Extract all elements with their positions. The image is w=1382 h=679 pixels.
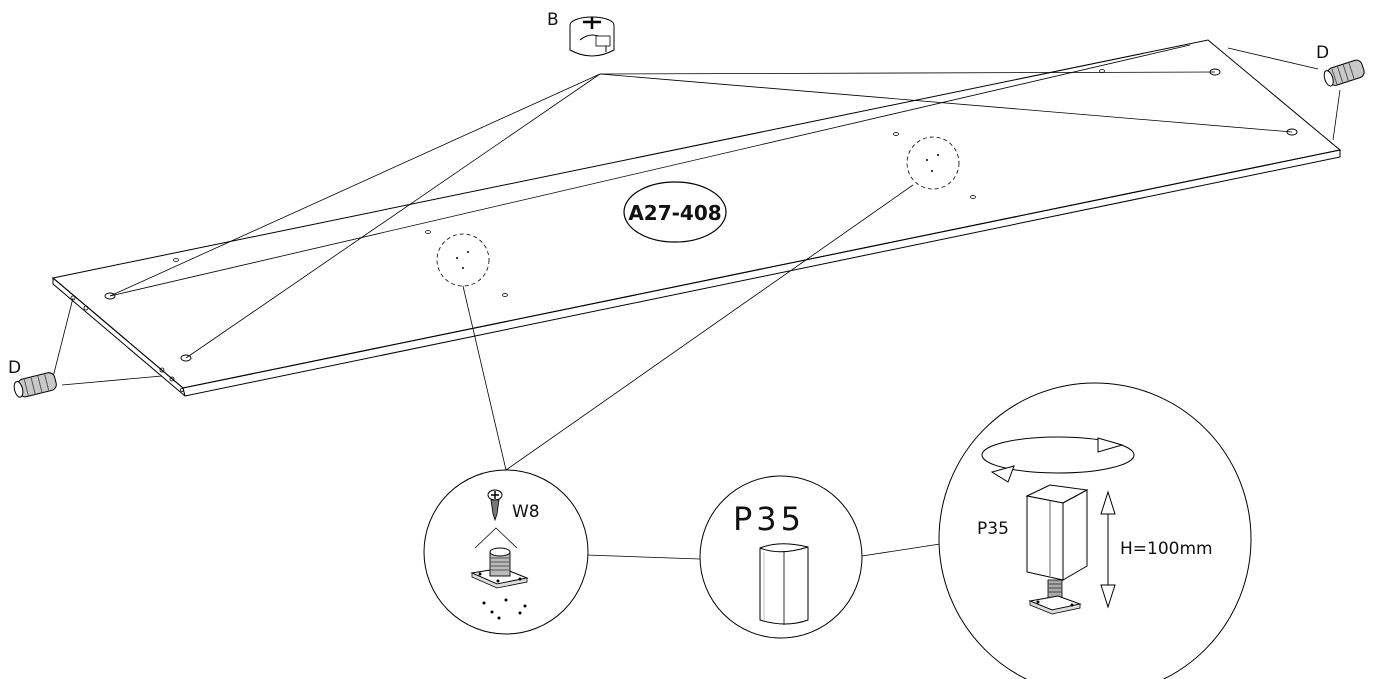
detail-screw-foot: W8 [423,469,589,635]
panel-code: A27-408 [628,201,721,225]
cam-lock-label: B [547,10,559,30]
dowel-left-icon: D [8,358,57,398]
square-leg-icon [759,543,809,625]
dowel-right-icon: D [1316,43,1365,87]
panel-board [51,39,1342,397]
adjustable-leg-icon [1025,484,1089,615]
detail-leg: P35 [699,475,863,639]
detail-height-adjust: P35 H=100mm [938,382,1252,679]
leveling-foot-icon [470,547,529,589]
dowel-left-label: D [8,358,21,378]
height-note: H=100mm [1120,539,1213,559]
leg-detail-label: P35 [733,500,805,538]
dowel-right-label: D [1316,43,1329,63]
leg-side-label: P35 [977,519,1009,539]
screw-label: W8 [512,502,540,522]
leg-position-markers [436,136,960,287]
rotate-arrow-icon [981,436,1135,483]
panel-code-badge: A27-408 [623,181,727,243]
leader-lines [51,44,1341,560]
cam-lock-icon: B [547,10,615,57]
screw-icon [487,489,503,522]
double-arrow-icon [1100,490,1116,609]
